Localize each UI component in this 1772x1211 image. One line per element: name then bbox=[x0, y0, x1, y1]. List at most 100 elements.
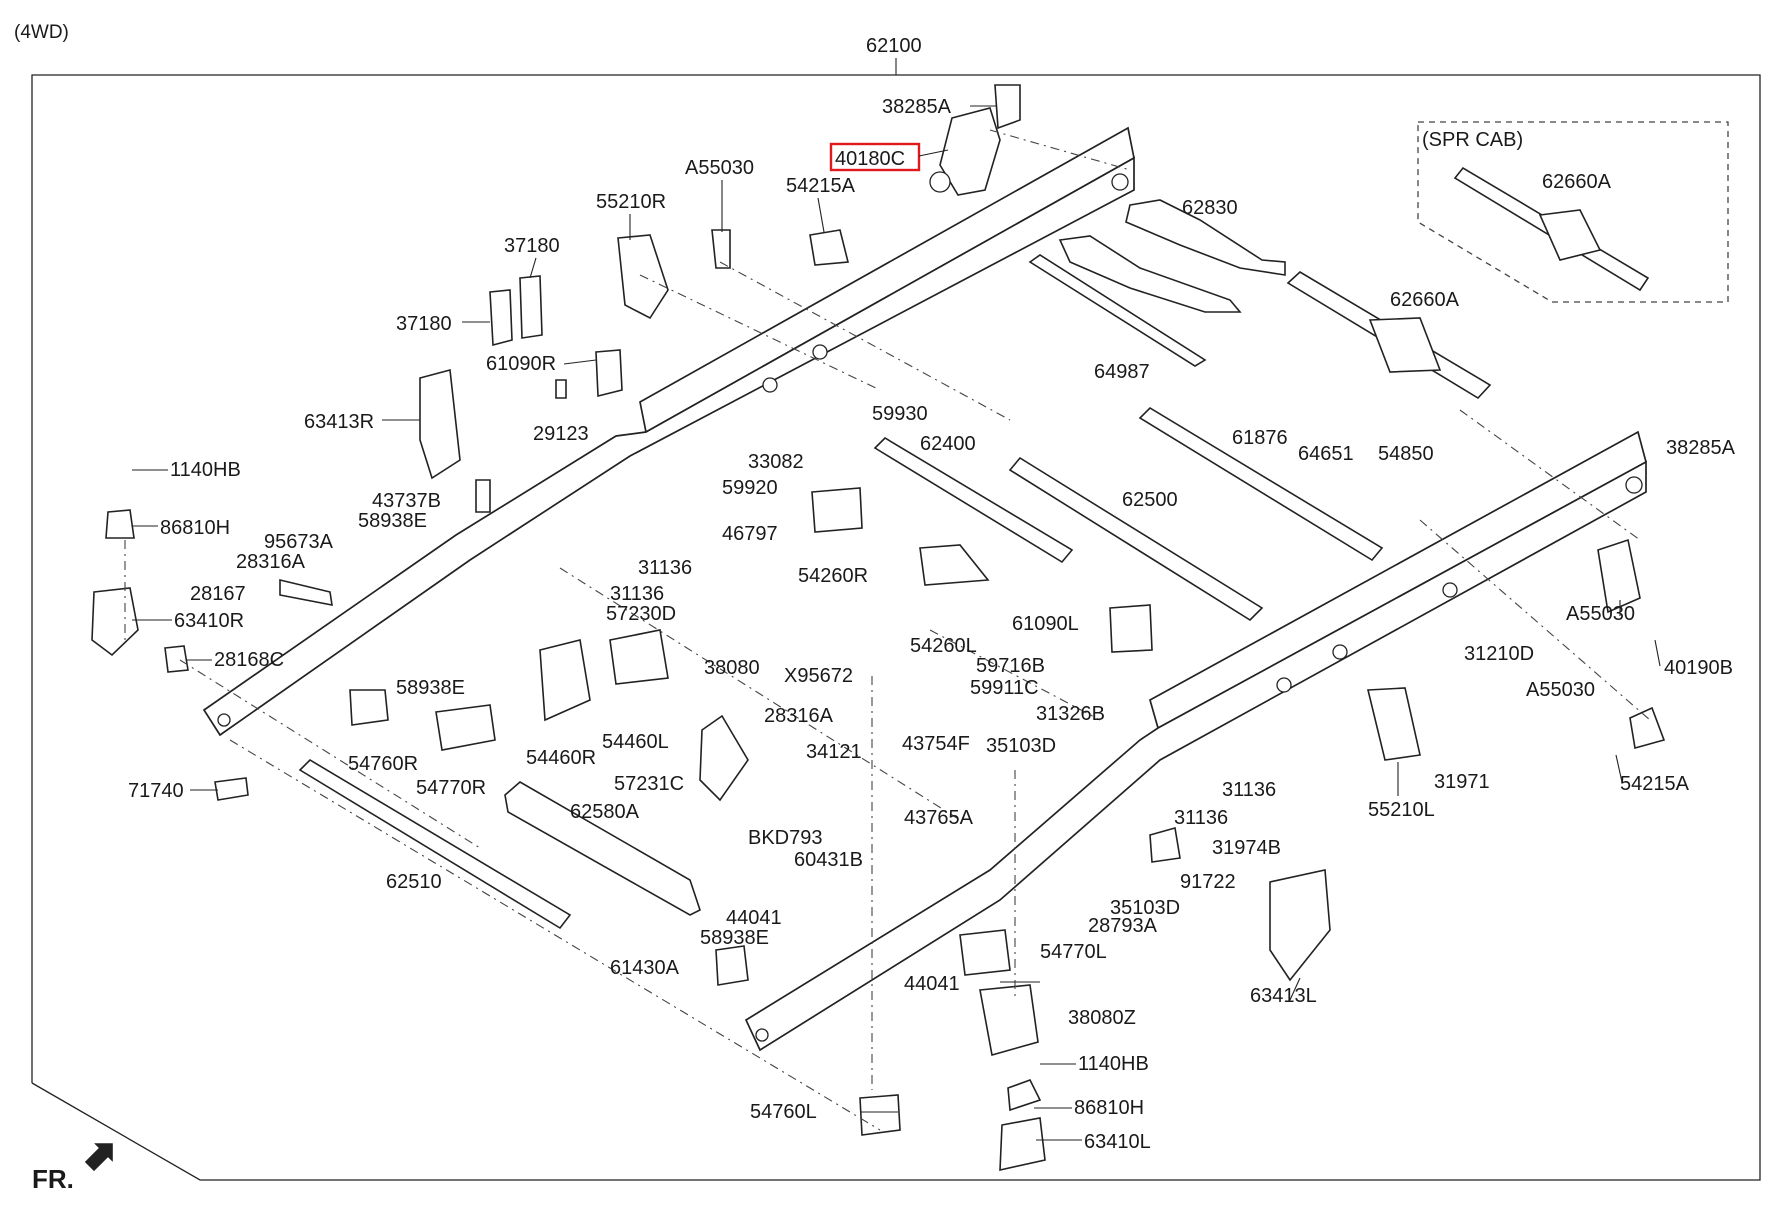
part-label[interactable]: 54460L bbox=[602, 731, 669, 753]
part-label[interactable]: 61090R bbox=[486, 353, 556, 375]
part-label[interactable]: 63413L bbox=[1250, 985, 1317, 1007]
part-label[interactable]: 46797 bbox=[722, 523, 778, 545]
part-label[interactable]: 28316A bbox=[764, 705, 834, 727]
part-label[interactable]: 1140HB bbox=[1078, 1053, 1149, 1075]
part-label[interactable]: 71740 bbox=[128, 780, 184, 802]
part-label[interactable]: 63410L bbox=[1084, 1131, 1151, 1153]
part-label[interactable]: 59911C bbox=[970, 677, 1039, 699]
part-label[interactable]: 54260R bbox=[798, 565, 868, 587]
spr-cab-inset-box bbox=[1417, 121, 1729, 303]
part-label[interactable]: 64987 bbox=[1094, 361, 1150, 383]
part-label[interactable]: 54770L bbox=[1040, 941, 1107, 963]
part-label[interactable]: 60431B bbox=[794, 849, 863, 871]
part-label[interactable]: 31136 bbox=[610, 583, 664, 605]
part-label[interactable]: 62660A bbox=[1390, 289, 1460, 311]
part-label[interactable]: 28167 bbox=[190, 583, 246, 605]
tube-61876 bbox=[1138, 406, 1384, 562]
part-label[interactable]: 43765A bbox=[904, 807, 974, 829]
part-label[interactable]: 31136 bbox=[638, 557, 692, 579]
part-label[interactable]: 31326B bbox=[1036, 703, 1105, 725]
crossmember-62400 bbox=[873, 436, 1074, 564]
part-label[interactable]: 54260L bbox=[910, 635, 977, 657]
part-label[interactable]: 62830 bbox=[1182, 197, 1238, 219]
part-label[interactable]: 54215A bbox=[786, 175, 856, 197]
part-label[interactable]: 59930 bbox=[872, 403, 928, 425]
part-label[interactable]: 37180 bbox=[396, 313, 452, 335]
part-label[interactable]: A55030 bbox=[1566, 603, 1635, 625]
part-label[interactable]: 63410R bbox=[174, 610, 244, 632]
crossmember-62510 bbox=[298, 758, 572, 930]
part-label[interactable]: 58938E bbox=[396, 677, 465, 699]
part-label[interactable]: 31974B bbox=[1212, 837, 1281, 859]
part-label[interactable]: 58938E bbox=[358, 510, 427, 532]
part-label[interactable]: 61090L bbox=[1012, 613, 1079, 635]
part-label[interactable]: BKD793 bbox=[748, 827, 823, 849]
part-label[interactable]: 28168C bbox=[214, 649, 284, 671]
crossmember-62580a bbox=[504, 781, 701, 916]
part-label[interactable]: 55210R bbox=[596, 191, 666, 213]
part-label[interactable]: 61430A bbox=[610, 957, 680, 979]
part-label[interactable]: 38080 bbox=[704, 657, 760, 679]
part-label[interactable]: 54770R bbox=[416, 777, 486, 799]
part-label[interactable]: 63413R bbox=[304, 411, 374, 433]
part-label[interactable]: 43737B bbox=[372, 490, 441, 512]
part-label[interactable]: X95672 bbox=[784, 665, 853, 687]
part-label[interactable]: 31136 bbox=[1222, 779, 1276, 801]
part-label[interactable]: 31210D bbox=[1464, 643, 1534, 665]
part-label[interactable]: 57230D bbox=[606, 603, 676, 625]
part-label[interactable]: 38080Z bbox=[1068, 1007, 1136, 1029]
part-label[interactable]: 31971 bbox=[1434, 771, 1490, 793]
part-label[interactable]: 62510 bbox=[386, 871, 442, 893]
part-label[interactable]: 44041 bbox=[904, 973, 960, 995]
part-label[interactable]: 54760L bbox=[750, 1101, 817, 1123]
part-label[interactable]: 54760R bbox=[348, 753, 418, 775]
highlight-box-40180c bbox=[829, 142, 921, 172]
part-label[interactable]: 55210L bbox=[1368, 799, 1435, 821]
part-label[interactable]: 28316A bbox=[236, 551, 306, 573]
part-label[interactable]: 31136 bbox=[1174, 807, 1228, 829]
part-label[interactable]: 86810H bbox=[1074, 1097, 1144, 1119]
part-label[interactable]: 1140HB bbox=[170, 459, 241, 481]
part-label[interactable]: 35103D bbox=[986, 735, 1056, 757]
part-label[interactable]: A55030 bbox=[1526, 679, 1595, 701]
part-label[interactable]: 95673A bbox=[264, 531, 334, 553]
part-label[interactable]: 35103D bbox=[1110, 897, 1180, 919]
part-label[interactable]: 59920 bbox=[722, 477, 778, 499]
part-label[interactable]: A55030 bbox=[685, 157, 754, 179]
part-label[interactable]: 62400 bbox=[920, 433, 976, 455]
assembly-lines bbox=[124, 129, 1651, 1131]
part-label[interactable]: 86810H bbox=[160, 517, 230, 539]
assembly-number-label: 62100 bbox=[866, 35, 922, 57]
part-label[interactable]: 91722 bbox=[1180, 871, 1236, 893]
part-label[interactable]: 62580A bbox=[570, 801, 640, 823]
part-label[interactable]: 28793A bbox=[1088, 915, 1158, 937]
part-label[interactable]: 38285A bbox=[882, 96, 952, 118]
part-label[interactable]: 57231C bbox=[614, 773, 684, 795]
part-label[interactable]: 62660A bbox=[1542, 171, 1612, 193]
part-label[interactable]: 29123 bbox=[533, 423, 589, 445]
crossmember-62500 bbox=[1008, 456, 1264, 622]
part-label[interactable]: 33082 bbox=[748, 451, 804, 473]
part-label[interactable]: 54215A bbox=[1620, 773, 1690, 795]
crossmember-62830-lower bbox=[1058, 235, 1242, 313]
bracket-62660a bbox=[1368, 317, 1442, 373]
part-label[interactable]: 40190B bbox=[1664, 657, 1733, 679]
part-label[interactable]: 34121 bbox=[806, 741, 862, 763]
part-label[interactable]: 37180 bbox=[504, 235, 560, 257]
part-label[interactable]: 38285A bbox=[1666, 437, 1736, 459]
front-arrow-icon bbox=[84, 1143, 113, 1172]
bracket-62660a-inset bbox=[1538, 209, 1602, 261]
part-label[interactable]: 59716B bbox=[976, 655, 1045, 677]
chassis-frame bbox=[202, 126, 1650, 1052]
part-label[interactable]: 64651 bbox=[1298, 443, 1354, 465]
part-label[interactable]: 44041 bbox=[726, 907, 782, 929]
part-label[interactable]: 58938E bbox=[700, 927, 769, 949]
part-label[interactable]: 61876 bbox=[1232, 427, 1288, 449]
part-label[interactable]: 54460R bbox=[526, 747, 596, 769]
part-labels: 38285A 40180C A55030 54215A 55210R 37180… bbox=[128, 96, 1736, 1153]
part-label-highlighted[interactable]: 40180C bbox=[835, 148, 905, 170]
part-label[interactable]: 54850 bbox=[1378, 443, 1434, 465]
part-label[interactable]: 62500 bbox=[1122, 489, 1178, 511]
part-label[interactable]: 43754F bbox=[902, 733, 970, 755]
